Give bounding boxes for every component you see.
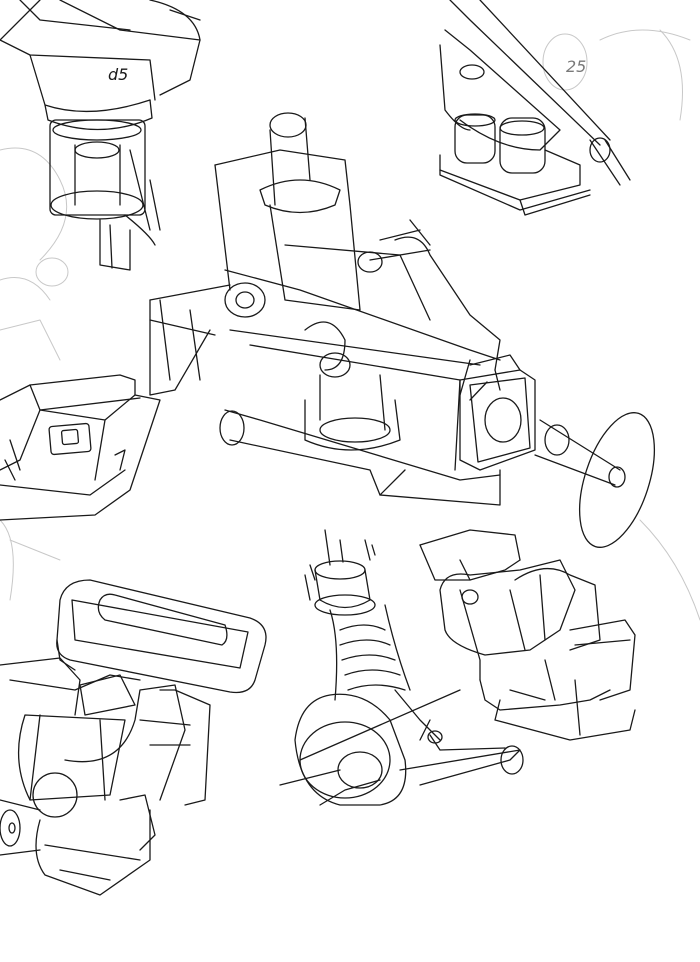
sketch-top-right-device — [440, 0, 630, 215]
sketch-label-d5: d5 — [108, 65, 128, 84]
sketch-bottom-left-assembly — [0, 580, 266, 895]
sketch-top-left-canister — [0, 0, 200, 270]
faint-construction-lines — [0, 30, 700, 620]
sketch-bottom-right-pack — [420, 530, 635, 740]
sketch-left-box — [0, 375, 160, 520]
sketch-shock-absorber — [280, 530, 523, 805]
sketch-central-mechanism — [150, 113, 669, 556]
sketch-label-corner: 25 — [566, 57, 586, 76]
